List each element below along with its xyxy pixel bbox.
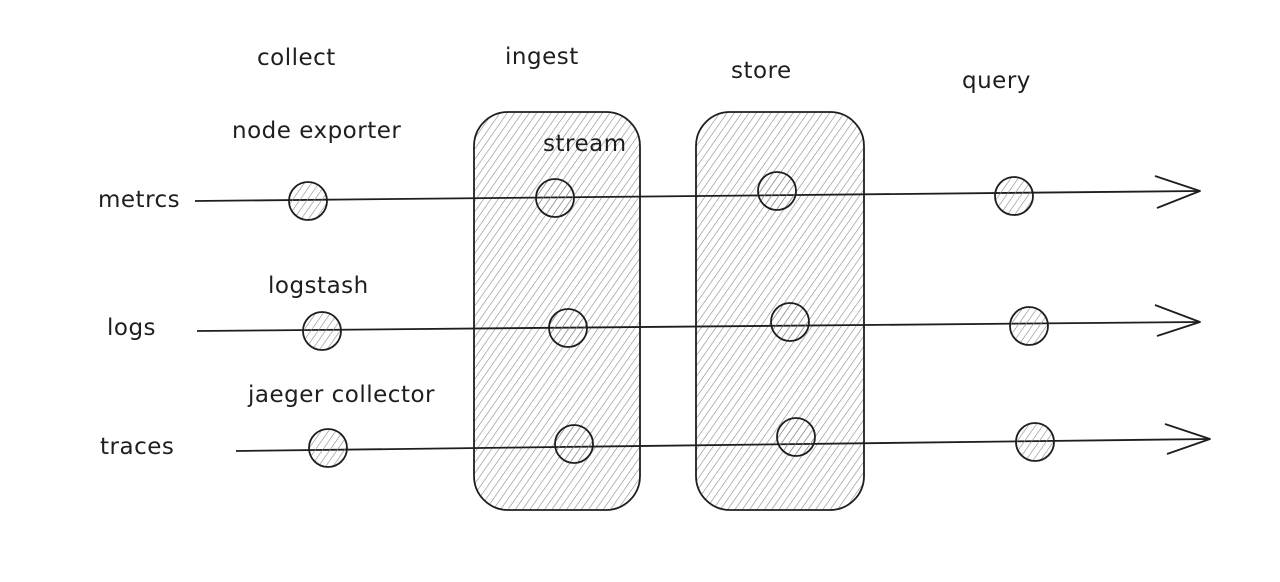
stage-collect-label: collect: [257, 45, 336, 71]
logstash-label: logstash: [268, 273, 369, 299]
traces-query-node: [1015, 422, 1055, 462]
traces-store-node: [776, 417, 816, 457]
logs-query-node: [1009, 306, 1049, 346]
jaeger-collector-node: [308, 428, 348, 468]
signal-traces-label: traces: [100, 434, 175, 460]
stream-label: stream: [543, 131, 627, 157]
metrics-store-node: [757, 171, 797, 211]
metrics-arrowhead: [1154, 175, 1201, 209]
jaeger-collector-label: jaeger collector: [248, 382, 435, 408]
logs-arrowhead: [1154, 304, 1201, 337]
traces-ingest-node: [554, 424, 594, 464]
logs-store-node: [770, 302, 810, 342]
traces-arrowhead: [1164, 423, 1211, 455]
signal-metrics-label: metrcs: [98, 187, 181, 213]
node-exporter-node: [288, 181, 328, 221]
stage-ingest-label: ingest: [505, 44, 579, 70]
stage-query-label: query: [962, 68, 1031, 94]
signal-logs-label: logs: [107, 315, 157, 341]
logs-ingest-node: [548, 308, 588, 348]
stage-store-label: store: [731, 58, 792, 84]
metrics-ingest-node: [535, 178, 575, 218]
metrics-query-node: [994, 176, 1034, 216]
node-exporter-label: node exporter: [232, 118, 402, 144]
logstash-node: [302, 311, 342, 351]
ingest-box: [473, 111, 641, 511]
